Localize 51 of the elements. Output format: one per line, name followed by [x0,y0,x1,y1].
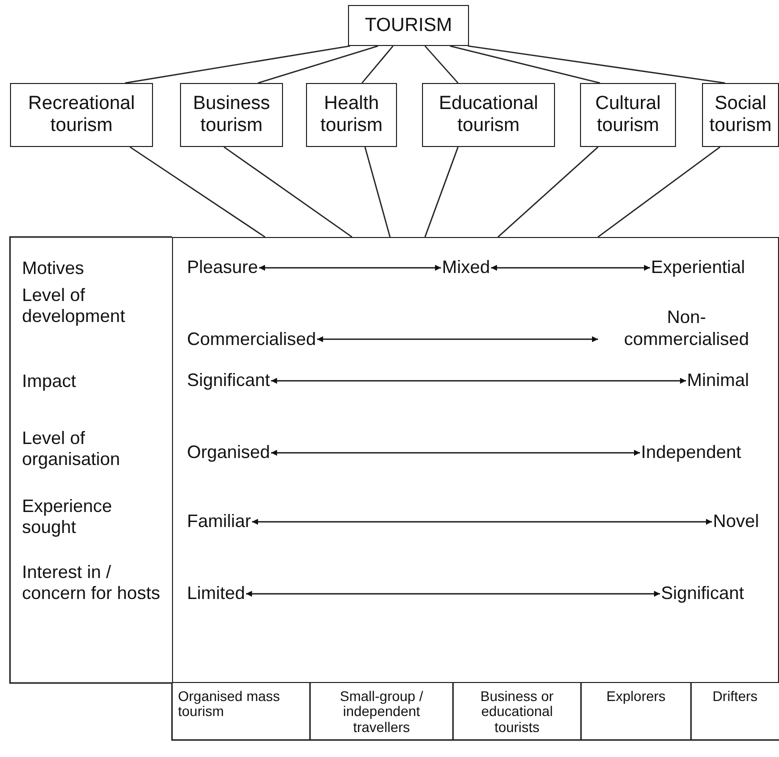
scale-term: Non-commercialised [599,307,774,350]
connector-line [124,45,350,84]
column-label: Explorers [605,689,667,704]
connector-line [424,46,458,84]
connector-line [498,146,598,238]
double-arrow [317,336,598,342]
row-label: Interest in / concern for hosts [22,562,162,604]
scale-term: Mixed [442,257,490,279]
column-label: Drifters [711,689,759,704]
connector-line [258,45,378,84]
scale-term: Pleasure [187,257,258,279]
scale-term: Minimal [687,370,750,392]
connector-line [130,146,266,238]
scale-term: Commercialised [187,329,316,351]
double-arrow [259,264,441,271]
connector-line [224,146,352,238]
category-box: Health tourism [306,83,397,147]
row-label: Motives [22,258,86,279]
category-box: Cultural tourism [580,83,676,147]
scale-term: Experiential [651,257,746,279]
scale-term: Significant [661,583,744,605]
connector-line [364,146,391,238]
category-box: Recreational tourism [10,83,153,147]
category-box: Educational tourism [422,83,555,147]
double-arrow [271,450,640,456]
category-box: Social tourism [702,83,779,147]
double-arrow [246,590,660,597]
column-label: Business or educational tourists [479,689,555,736]
row-label: Impact [22,371,78,392]
double-arrow [271,378,686,384]
connector-line [424,146,459,238]
matrix-panel [172,237,779,683]
double-arrow [252,518,712,525]
row-label: Level of organisation [22,428,122,470]
row-label: Experience sought [22,496,114,538]
double-arrow [491,264,650,271]
connector-line [450,45,600,84]
scale-term: Limited [187,583,246,605]
connector-line [598,146,720,238]
category-box: Business tourism [180,83,283,147]
scale-term: Familiar [187,511,252,533]
scale-term: Significant [187,370,270,392]
column-label: Small-group / independent travellers [338,689,424,736]
connector-line [468,45,726,84]
scale-term: Independent [641,442,742,464]
scale-term: Organised [187,442,270,464]
category-box: TOURISM [348,5,469,46]
row-label: Level of development [22,285,126,326]
column-label: Organised mass tourism [178,689,281,720]
connector-line [362,46,394,84]
scale-term: Novel [713,511,760,533]
